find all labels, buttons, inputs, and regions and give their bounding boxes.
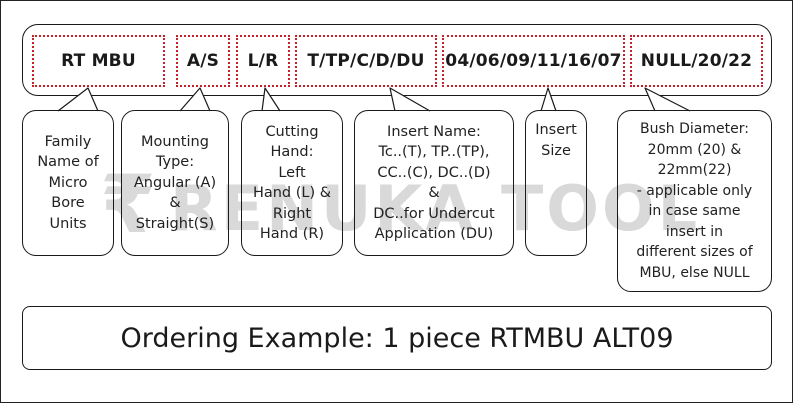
desc-bush-diameter: Bush Diameter: 20mm (20) & 22mm(22) - ap…	[617, 110, 772, 292]
code-cutting-hand: L/R	[236, 35, 290, 87]
code-bar: RT MBU A/S L/R T/TP/C/D/DU 04/06/09/11/1…	[22, 24, 772, 96]
code-bush-diameter: NULL/20/22	[630, 35, 763, 87]
desc-cutting-hand: Cutting Hand: Left Hand (L) & Right Hand…	[241, 110, 343, 256]
code-family: RT MBU	[32, 35, 165, 87]
code-insert-name: T/TP/C/D/DU	[295, 35, 437, 87]
ordering-example: Ordering Example: 1 piece RTMBU ALT09	[22, 306, 772, 370]
desc-insert-name: Insert Name: Tc..(T), TP..(TP), CC..(C),…	[354, 110, 514, 256]
desc-family: Family Name of Micro Bore Units	[22, 110, 114, 256]
desc-insert-size: Insert Size	[525, 110, 587, 256]
code-insert-size: 04/06/09/11/16/07	[442, 35, 625, 87]
code-mounting: A/S	[176, 35, 230, 87]
desc-mounting: Mounting Type: Angular (A) & Straight(S)	[121, 110, 229, 256]
